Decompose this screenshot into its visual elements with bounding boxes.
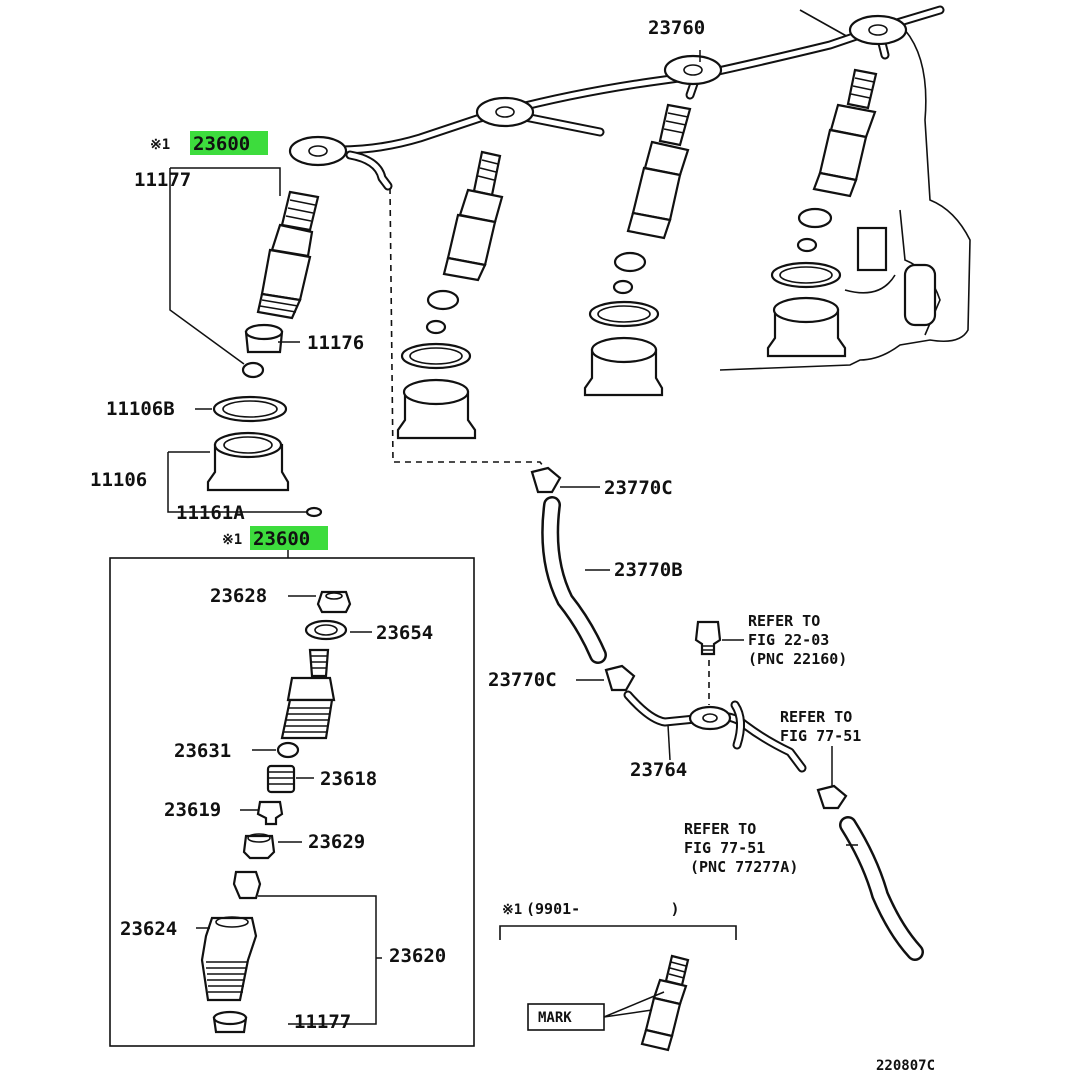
hose-clip-lower [604,664,636,692]
engine-block-outline [719,9,971,371]
label-23770B[interactable]: 23770B [614,559,683,581]
label-11177-bottom[interactable]: 11177 [294,1011,351,1033]
pressure-pin-23619 [256,800,284,826]
label-23618[interactable]: 23618 [320,768,377,790]
label-23654[interactable]: 23654 [376,622,433,644]
star-marker-top: ※1 [150,137,170,153]
label-23760[interactable]: 23760 [648,17,705,39]
ref3-line3: (PNC 77277A) [690,858,798,876]
label-11177-top[interactable]: 11177 [134,169,191,191]
ref3-line1: REFER TO [684,820,756,838]
shim-23631 [276,741,300,759]
ref1-line1: REFER TO [748,612,820,630]
ref1-line2[interactable]: FIG 22-03 [748,631,829,649]
injection-pipe-assembly [288,5,945,191]
nozzle-holder-seat-11106 [206,431,290,492]
nozzle-23620 [232,870,262,900]
label-23600-top[interactable]: 23600 [193,133,250,155]
gasket-11176 [244,323,284,354]
label-23620[interactable]: 23620 [389,945,446,967]
retaining-nut-23624 [200,916,258,1002]
leaders-top-left [167,167,306,513]
highlight-top-23600 [190,131,268,155]
gasket-11106B [212,395,288,423]
diagram-code: 220807C [876,1058,935,1074]
leak-off-hose-23770B [541,496,607,664]
gasket-11177 [212,1010,248,1034]
hose-clip-upper [530,466,562,494]
label-23624[interactable]: 23624 [120,918,177,940]
return-hose [839,816,924,961]
variant-date-range: (9901- ) [526,900,680,918]
label-23770C-upper[interactable]: 23770C [604,477,673,499]
label-11106B[interactable]: 11106B [106,398,175,420]
variant-nozzle-holder [640,954,690,1052]
label-11176[interactable]: 11176 [307,332,364,354]
star-marker-mid: ※1 [222,532,242,548]
hose-clip-right [816,784,848,810]
label-23619[interactable]: 23619 [164,799,221,821]
distance-piece-23629 [242,833,276,860]
ref1-line3: (PNC 22160) [748,650,847,668]
retaining-nut-23628 [316,590,352,614]
label-11161A[interactable]: 11161A [176,502,245,524]
pin-11161A [305,506,323,518]
label-23770C-lower[interactable]: 23770C [488,669,557,691]
nozzle-holder-3 [626,103,692,240]
label-11106[interactable]: 11106 [90,469,147,491]
exploded-nozzle-box [109,557,475,1047]
leak-off-dashed-line [389,187,547,471]
label-23631[interactable]: 23631 [174,740,231,762]
label-23600-mid[interactable]: 23600 [253,528,310,550]
star-marker-variant: ※1 [502,902,522,918]
nozzle-holder-1 [256,190,320,320]
nozzle-holder-body [280,648,336,740]
mark-leader [603,991,665,1018]
seat-washer [241,361,265,379]
highlight-mid-23600 [250,526,328,550]
ref2-line1: REFER TO [780,708,852,726]
nozzle-seat-parts [396,207,847,440]
spring-23618 [266,764,296,794]
banjo-bolt [694,620,722,656]
leak-off-pipe-23764 [623,690,807,773]
nozzle-holder-4 [812,68,878,198]
ref2-line2[interactable]: FIG 77-51 [780,727,861,745]
variant-bracket [499,925,737,940]
washer-23654 [304,619,348,641]
leaders-right [560,50,858,846]
label-23764[interactable]: 23764 [630,759,687,781]
label-23628[interactable]: 23628 [210,585,267,607]
label-23629[interactable]: 23629 [308,831,365,853]
leaders-exploded [196,595,382,1025]
nozzle-holder-2 [442,150,504,282]
ref3-line2[interactable]: FIG 77-51 [684,839,765,857]
mark-label: MARK [538,1010,572,1026]
